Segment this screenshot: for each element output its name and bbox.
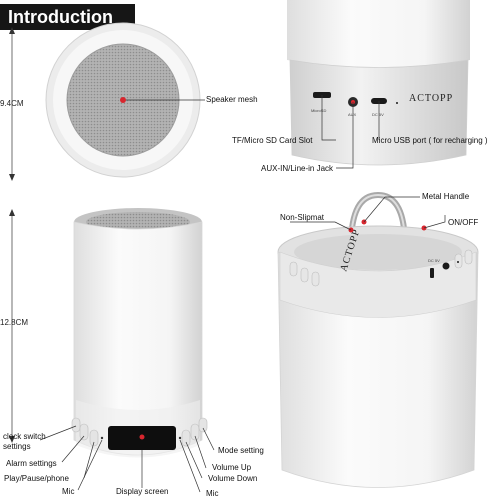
height-dimension xyxy=(9,209,15,443)
aux-in-label: AUX-IN/Line-in Jack xyxy=(261,164,334,173)
speaker-top-view xyxy=(45,22,205,178)
speaker-back-view: MicroSD AUX DC 5V ACTOPP xyxy=(287,0,470,169)
port-mark-dc-small: DC 5V xyxy=(428,258,440,263)
play-button-icon xyxy=(89,429,99,447)
metal-handle-label: Metal Handle xyxy=(422,192,470,201)
alarm-settings-label: Alarm settings xyxy=(6,459,57,468)
non-slipmat-label: Non-Slipmat xyxy=(280,213,325,222)
port-mark-sd: MicroSD xyxy=(311,108,326,113)
mic-left-icon xyxy=(100,436,104,440)
speaker-mesh-label: Speaker mesh xyxy=(206,95,258,104)
height-label: 12.8CM xyxy=(0,318,29,327)
alarm-button-icon xyxy=(79,423,89,441)
on-off-label: ON/OFF xyxy=(448,218,479,227)
diameter-dimension xyxy=(9,27,15,181)
port-mark-dc: DC 5V xyxy=(372,112,384,117)
speaker-front-view xyxy=(71,208,208,458)
play-pause-label: Play/Pause/phone xyxy=(4,474,69,483)
display-screen-label: Display screen xyxy=(116,487,169,496)
mic-right-label: Mic xyxy=(206,489,219,498)
clock-switch-label: clock switch settings xyxy=(3,432,46,451)
mic-left-label: Mic xyxy=(62,487,75,496)
speaker-angled-view: DC 5V ACTOPP xyxy=(277,191,479,488)
mode-button-icon xyxy=(198,417,208,433)
volume-down-label: Volume Down xyxy=(208,474,258,483)
brand-logo-back: ACTOPP xyxy=(409,93,453,104)
volume-up-label: Volume Up xyxy=(212,463,252,472)
volume-up-button-icon xyxy=(190,423,200,441)
page-title: Introduction xyxy=(0,4,135,30)
mode-setting-label: Mode setting xyxy=(218,446,264,455)
port-mark-aux: AUX xyxy=(348,112,357,117)
clock-button-icon xyxy=(71,417,81,433)
tf-slot-label: TF/Micro SD Card Slot xyxy=(232,136,313,145)
diameter-label: 9.4CM xyxy=(0,99,24,108)
speaker-mesh-marker xyxy=(120,97,126,103)
mic-right-icon xyxy=(178,436,182,440)
micro-usb-label: Micro USB port ( for recharging ) xyxy=(372,136,488,145)
volume-down-button-icon xyxy=(181,429,191,447)
